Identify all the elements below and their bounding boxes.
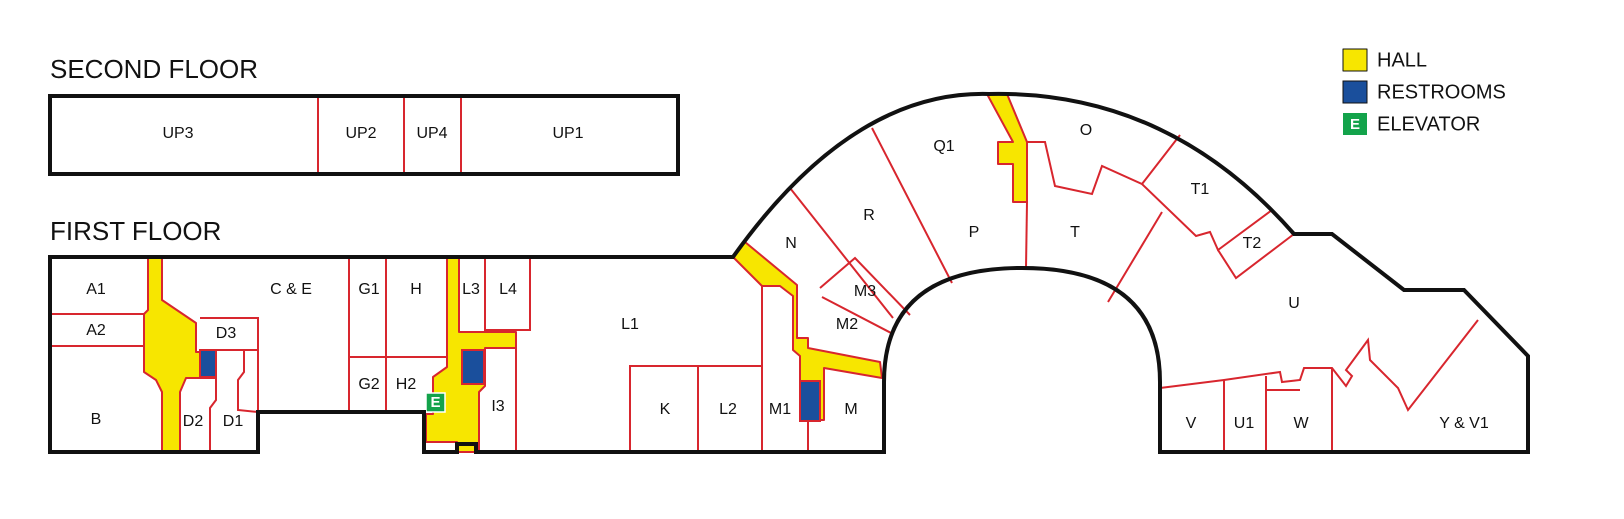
elevator-icon: E <box>430 394 440 411</box>
second-floor-title: SECOND FLOOR <box>50 54 258 84</box>
elevator-icon: E <box>1350 116 1360 133</box>
hall-swatch <box>1342 48 1368 72</box>
wall <box>871 127 953 284</box>
room-b[interactable]: B <box>91 411 102 428</box>
room-u[interactable]: U <box>1288 295 1300 312</box>
room-t2[interactable]: T2 <box>1243 235 1262 252</box>
room-w[interactable]: W <box>1293 415 1309 432</box>
room-l4[interactable]: L4 <box>499 281 517 298</box>
room-up3[interactable]: UP3 <box>162 125 193 142</box>
wall <box>237 350 259 413</box>
interior-walls <box>50 127 1479 452</box>
room-m1[interactable]: M1 <box>769 401 791 418</box>
room-l3[interactable]: L3 <box>462 281 480 298</box>
room-a2[interactable]: A2 <box>86 322 106 339</box>
hall-north <box>986 93 1028 203</box>
first-floor-labels: A1 A2 B C & E D3 D2 D1 G1 G2 H H2 L3 L4 … <box>86 122 1489 432</box>
wall <box>789 187 894 319</box>
restroom-center <box>461 349 485 385</box>
legend-restrooms-label: RESTROOMS <box>1377 81 1506 103</box>
room-d1[interactable]: D1 <box>223 413 244 430</box>
elevator-swatch <box>1343 113 1367 135</box>
wall <box>819 256 911 316</box>
room-n[interactable]: N <box>785 235 797 252</box>
second-floor-outline <box>48 94 680 176</box>
room-up1[interactable]: UP1 <box>552 125 583 142</box>
room-a1[interactable]: A1 <box>86 281 106 298</box>
room-l1[interactable]: L1 <box>621 316 639 333</box>
restroom-swatch <box>1342 80 1368 104</box>
elevator[interactable]: E <box>425 392 446 413</box>
legend-hall-label: HALL <box>1377 49 1427 71</box>
second-floor-plan: UP3 UP2 UP4 UP1 <box>48 94 680 176</box>
hall-west <box>143 257 217 453</box>
elevator-icon-box[interactable] <box>425 392 446 413</box>
first-floor-outline <box>48 91 1530 454</box>
room-k[interactable]: K <box>660 401 671 418</box>
room-i3[interactable]: I3 <box>491 398 504 415</box>
room-g2[interactable]: G2 <box>358 376 379 393</box>
room-v[interactable]: V <box>1186 415 1197 432</box>
room-up4[interactable]: UP4 <box>416 125 447 142</box>
restroom-west <box>199 349 217 378</box>
wall <box>485 258 531 331</box>
first-floor-title: FIRST FLOOR <box>50 216 221 246</box>
restrooms <box>199 349 821 422</box>
wall <box>209 378 217 452</box>
room-u1[interactable]: U1 <box>1234 415 1255 432</box>
wall <box>1159 319 1479 412</box>
room-l2[interactable]: L2 <box>719 401 737 418</box>
wall <box>200 317 259 412</box>
wall <box>629 365 762 452</box>
restroom-east <box>799 380 821 422</box>
wall <box>1027 134 1181 196</box>
room-m3[interactable]: M3 <box>854 283 876 300</box>
room-m2[interactable]: M2 <box>836 316 858 333</box>
room-r[interactable]: R <box>863 207 875 224</box>
room-o[interactable]: O <box>1080 122 1092 139</box>
wall <box>821 296 894 335</box>
legend-elevator-label: ELEVATOR <box>1377 113 1480 135</box>
room-h2[interactable]: H2 <box>396 376 417 393</box>
room-t[interactable]: T <box>1070 224 1080 241</box>
room-g1[interactable]: G1 <box>358 281 379 298</box>
room-up2[interactable]: UP2 <box>345 125 376 142</box>
room-d3[interactable]: D3 <box>216 325 237 342</box>
room-q1[interactable]: Q1 <box>933 138 954 155</box>
room-d2[interactable]: D2 <box>183 413 204 430</box>
wall <box>1141 183 1273 252</box>
wall <box>1217 233 1295 280</box>
room-p[interactable]: P <box>969 224 980 241</box>
wall <box>1107 211 1163 303</box>
room-m[interactable]: M <box>844 401 857 418</box>
room-t1[interactable]: T1 <box>1191 181 1210 198</box>
legend: HALL RESTROOMS E ELEVATOR <box>1342 48 1506 135</box>
room-y-and-v1[interactable]: Y & V1 <box>1439 415 1489 432</box>
wall <box>1025 201 1028 269</box>
room-c-and-e[interactable]: C & E <box>270 281 312 298</box>
room-h[interactable]: H <box>410 281 422 298</box>
halls <box>143 93 1028 453</box>
